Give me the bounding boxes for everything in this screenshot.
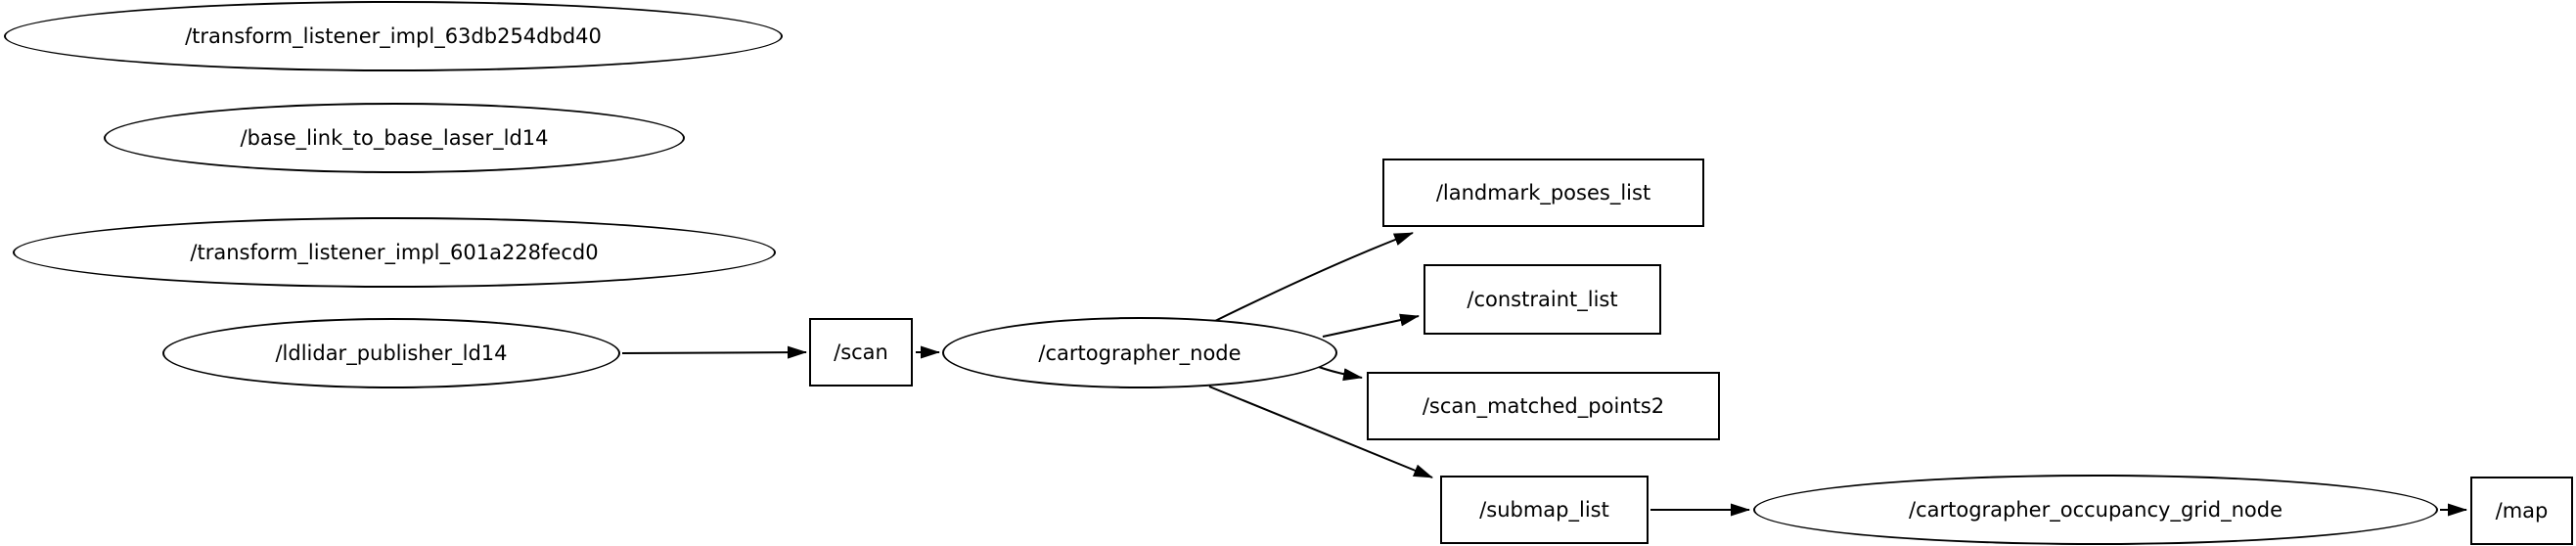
node-base-link-to-base-laser-ld14: /base_link_to_base_laser_ld14 [104, 103, 685, 173]
edge-cartographer-node-to-constraint-list [1322, 313, 1420, 338]
edge-ldlidar-publisher-to-scan [621, 345, 807, 359]
node-transform-listener-impl-63db254dbd40: /transform_listener_impl_63db254dbd40 [4, 1, 783, 71]
edge-cartographer-node-to-scan-matched-points2 [1318, 366, 1363, 382]
topic-scan-matched-points2: /scan_matched_points2 [1367, 372, 1720, 440]
edge-cartographer-node-to-landmark-poses-list [1212, 232, 1414, 323]
node-transform-listener-impl-601a228fecd0: /transform_listener_impl_601a228fecd0 [13, 217, 776, 288]
topic-map: /map [2470, 477, 2573, 545]
topic-constraint-list: /constraint_list [1424, 264, 1661, 335]
topic-submap-list: /submap_list [1440, 476, 1649, 544]
topic-landmark-poses-list: /landmark_poses_list [1382, 159, 1704, 227]
node-cartographer-node: /cartographer_node [942, 317, 1337, 388]
node-ldlidar-publisher-ld14: /ldlidar_publisher_ld14 [162, 318, 620, 388]
topic-scan: /scan [809, 318, 913, 387]
node-cartographer-occupancy-grid-node: /cartographer_occupancy_grid_node [1753, 475, 2438, 545]
